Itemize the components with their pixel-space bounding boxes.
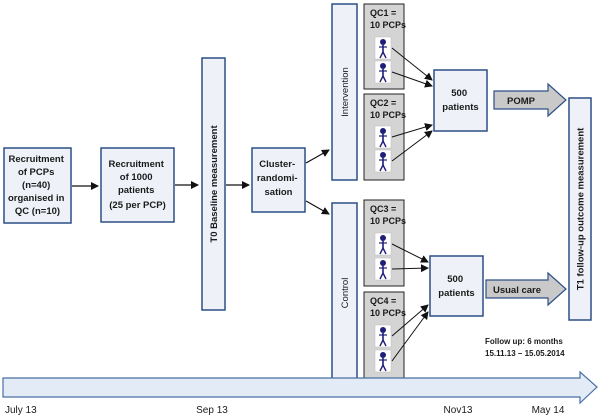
pcp-person-icon — [374, 257, 392, 281]
svg-text:500 patients: 500 patients — [442, 88, 478, 113]
svg-text:QC2 = 10 PCPs: QC2 = 10 PCPs — [370, 98, 406, 120]
recruitment-pcps-line: QC (n=10) — [15, 206, 60, 217]
svg-text:500 patients: 500 patients — [438, 274, 474, 299]
arrow-qc-to-patients — [391, 264, 429, 273]
qc4-line: 10 PCPs — [370, 308, 406, 318]
arrow-qc-to-patients — [391, 123, 433, 138]
pcp-person-icon — [374, 36, 392, 60]
recruitment-patients-line: (25 per PCP) — [109, 200, 166, 211]
arrow-qc-to-patients — [391, 130, 433, 162]
qc1-box: QC1 = 10 PCPs — [363, 3, 406, 90]
timeline-label: Sep 13 — [196, 405, 228, 416]
cluster-line: Cluster- — [259, 159, 295, 170]
control-label: Control — [340, 278, 351, 309]
qc1-line: 10 PCPs — [370, 20, 406, 30]
arrow-to-control — [305, 200, 330, 215]
arrow-qc-to-patients — [391, 47, 433, 81]
intervention-label: Intervention — [340, 67, 351, 117]
baseline-measurement-box: T0 Baseline measurement — [201, 57, 226, 311]
recruitment-patients-box: Recruitment of 1000 patients (25 per PCP… — [100, 147, 175, 223]
timeline-arrow: July 13 Sep 13 Nov13 May 14 — [2, 370, 598, 416]
recruitment-pcps-line: (n=40) — [22, 180, 50, 191]
pomp-label: POMP — [507, 96, 536, 107]
svg-text:Cluster- randomi-: Cluster- randomi- sation — [257, 159, 300, 198]
intervention-arm-box: Intervention — [331, 3, 358, 181]
cluster-line: sation — [265, 187, 293, 198]
pcp-person-icon — [374, 324, 392, 348]
recruitment-pcps-line: organised in — [8, 193, 65, 204]
svg-text:QC3 = 10 PCPs: QC3 = 10 PCPs — [370, 204, 406, 226]
patients-control-line: 500 — [447, 274, 463, 285]
pcp-person-icon — [374, 125, 392, 149]
svg-text:QC1 = 10 PCPs: QC1 = 10 PCPs — [370, 8, 406, 30]
svg-text:Recruitment of 1000: Recruitment of 1000 patients (25 per PCP… — [108, 159, 166, 211]
svg-text:QC4 = 10 PCPs: QC4 = 10 PCPs — [370, 296, 406, 318]
recruitment-patients-line: of 1000 — [120, 172, 153, 183]
recruitment-patients-line: Recruitment — [108, 159, 164, 170]
patients-intervention-line: 500 — [451, 88, 467, 99]
qc4-line: QC4 = — [370, 296, 396, 306]
pcp-person-icon — [374, 349, 392, 373]
patients-intervention-line: patients — [442, 102, 478, 113]
recruitment-pcps-box: Recruitment of PCPs (n=40) organised in … — [3, 147, 72, 224]
followup-note-line: 15.11.13 – 15.05.2014 — [485, 349, 565, 358]
control-arm-box: Control — [331, 202, 358, 384]
followup-note-line: Follow up: 6 months — [485, 337, 563, 346]
qc3-line: 10 PCPs — [370, 216, 406, 226]
recruitment-pcps-line: of PCPs — [18, 167, 54, 178]
timeline-label: July 13 — [5, 405, 37, 416]
qc3-box: QC3 = 10 PCPs — [363, 199, 406, 287]
followup-measurement-box: T1 follow-up outcome measurement — [568, 97, 592, 321]
arrow-to-intervention — [305, 149, 330, 164]
pcp-person-icon — [374, 232, 392, 256]
arrow-qc-to-patients — [391, 71, 433, 88]
pcp-person-icon — [374, 60, 392, 84]
qc4-box: QC4 = 10 PCPs — [363, 291, 406, 381]
qc2-line: QC2 = — [370, 98, 396, 108]
pomp-arrow: POMP — [493, 82, 567, 118]
pcp-person-icon — [374, 149, 392, 173]
recruitment-pcps-line: Recruitment — [8, 154, 64, 165]
usual-care-label: Usual care — [493, 285, 541, 296]
baseline-label: T0 Baseline measurement — [209, 125, 220, 243]
svg-text:Follow up: 6 months 15.11.: Follow up: 6 months 15.11.13 – 15.05.201… — [485, 337, 565, 358]
patients-intervention-box: 500 patients — [433, 69, 488, 132]
arrow-qc-to-patients — [391, 311, 429, 362]
timeline-label: May 14 — [532, 405, 565, 416]
arrow-qc-to-patients — [391, 243, 429, 263]
qc2-box: QC2 = 10 PCPs — [363, 93, 406, 181]
timeline-label: Nov13 — [444, 405, 473, 416]
followup-measurement-label: T1 follow-up outcome measurement — [576, 127, 587, 290]
cluster-randomisation-box: Cluster- randomi- sation — [251, 147, 306, 213]
cluster-line: randomi- — [257, 173, 298, 184]
svg-text:Recruitment of PCPs: Recruitment of PCPs (n=40) organised in … — [8, 154, 67, 217]
qc3-line: QC3 = — [370, 204, 396, 214]
arrow-qc-to-patients — [391, 304, 429, 337]
qc2-line: 10 PCPs — [370, 110, 406, 120]
qc1-line: QC1 = — [370, 8, 396, 18]
recruitment-patients-line: patients — [118, 185, 154, 196]
patients-control-box: 500 patients — [429, 255, 484, 317]
usual-care-arrow: Usual care — [485, 271, 567, 307]
patients-control-line: patients — [438, 288, 474, 299]
